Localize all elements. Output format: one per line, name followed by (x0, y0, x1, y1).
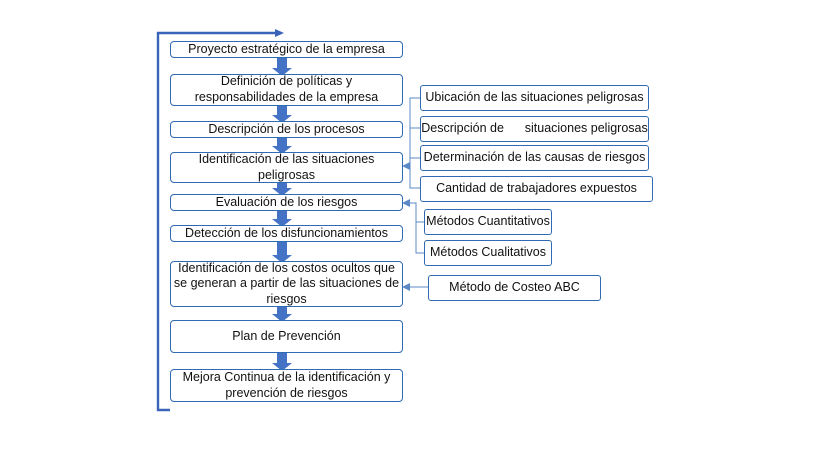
method-abc-costing-label: Método de Costeo ABC (449, 280, 580, 295)
step-hidden-costs: Identificación de los costos ocultos que… (170, 261, 403, 307)
hazard-input-location: Ubicación de las situaciones peligrosas (420, 85, 649, 111)
step-risk-evaluation-label: Evaluación de los riesgos (215, 194, 358, 209)
down-arrows-group (272, 56, 292, 371)
hazard-input-location-label: Ubicación de las situaciones peligrosas (425, 90, 644, 105)
hazard-input-description: Descripción de situaciones peligrosas (420, 116, 649, 142)
step-dysfunction-detection: Detección de los disfuncionamientos (170, 225, 403, 242)
down-arrow-5 (272, 209, 292, 227)
step-prevention-plan-label: Plan de Prevención (232, 328, 341, 343)
step-hazard-identification: Identificación de las situaciones peligr… (170, 152, 403, 183)
step-continuous-improvement-label: Mejora Continua de la identificación y p… (182, 369, 391, 400)
method-quantitative-label: Métodos Cuantitativos (426, 214, 550, 229)
step-process-description: Descripción de los procesos (170, 121, 403, 138)
hazard-inputs-bracket (409, 97, 420, 189)
step-hazard-identification-label: Identificación de las situaciones peligr… (198, 151, 375, 182)
hazard-input-causes: Determinación de las causas de riesgos (420, 145, 649, 171)
method-qualitative-label: Métodos Cualitativos (429, 245, 547, 260)
hazard-input-causes-label: Determinación de las causas de riesgos (423, 150, 646, 165)
step-policies-responsibilities: Definición de políticas y responsabilida… (170, 74, 403, 106)
step-prevention-plan: Plan de Prevención (170, 320, 403, 353)
step-hidden-costs-label: Identificación de los costos ocultos que… (173, 260, 400, 306)
hazard-input-exposed-workers: Cantidad de trabajadores expuestos (420, 176, 653, 202)
step-continuous-improvement: Mejora Continua de la identificación y p… (170, 369, 403, 402)
down-arrow-3 (272, 136, 292, 154)
step-risk-evaluation: Evaluación de los riesgos (170, 194, 403, 211)
method-abc-costing: Método de Costeo ABC (428, 275, 601, 301)
feedback-loop-line (156, 31, 281, 412)
step-process-description-label: Descripción de los procesos (208, 121, 365, 136)
down-arrow-2 (272, 104, 292, 123)
step-strategic-project-label: Proyecto estratégico de la empresa (188, 41, 385, 56)
method-quantitative: Métodos Cuantitativos (424, 209, 552, 235)
evaluation-methods-connector (402, 199, 417, 222)
feedback-loop-arrowhead (275, 29, 284, 37)
method-qualitative: Métodos Cualitativos (424, 240, 552, 266)
down-arrow-8 (272, 351, 292, 371)
evaluation-methods-bracket (415, 221, 424, 254)
step-strategic-project: Proyecto estratégico de la empresa (170, 41, 403, 58)
down-arrow-4 (272, 181, 292, 196)
down-arrow-1 (272, 56, 292, 76)
step-dysfunction-detection-label: Detección de los disfuncionamientos (185, 225, 388, 240)
hazard-input-description-label: Descripción de situaciones peligrosas (421, 121, 648, 136)
step-policies-responsibilities-label: Definición de políticas y responsabilida… (194, 74, 379, 104)
hazard-input-exposed-workers-label: Cantidad de trabajadores expuestos (436, 181, 637, 196)
down-arrow-6 (272, 240, 292, 263)
down-arrow-7 (272, 305, 292, 322)
